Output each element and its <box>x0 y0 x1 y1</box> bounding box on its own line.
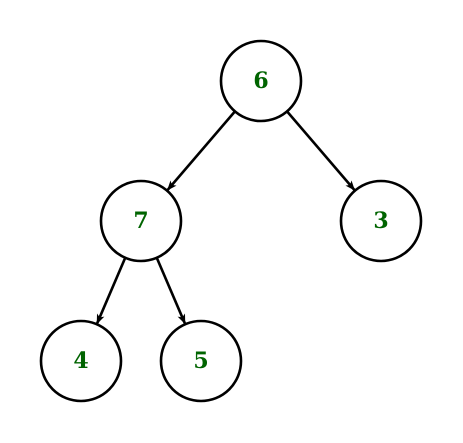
node-6-label: 6 <box>253 68 268 94</box>
edge-6-to-7 <box>166 110 236 191</box>
edge-6-to-3 <box>286 110 356 191</box>
node-5: 5 <box>159 319 243 403</box>
node-4-circle <box>39 319 123 403</box>
edges-group <box>95 110 356 325</box>
node-5-label: 5 <box>193 348 208 374</box>
node-7-circle <box>99 179 183 263</box>
edge-7-to-4 <box>95 257 127 325</box>
node-3-circle <box>339 179 423 263</box>
node-4-label: 4 <box>73 348 88 374</box>
node-7-label: 7 <box>133 208 148 234</box>
node-3: 3 <box>339 179 423 263</box>
node-4: 4 <box>39 319 123 403</box>
node-6: 6 <box>219 39 303 123</box>
node-5-circle <box>159 319 243 403</box>
node-7: 7 <box>99 179 183 263</box>
node-3-label: 3 <box>373 208 388 234</box>
node-6-circle <box>219 39 303 123</box>
edge-7-to-5 <box>155 257 187 325</box>
